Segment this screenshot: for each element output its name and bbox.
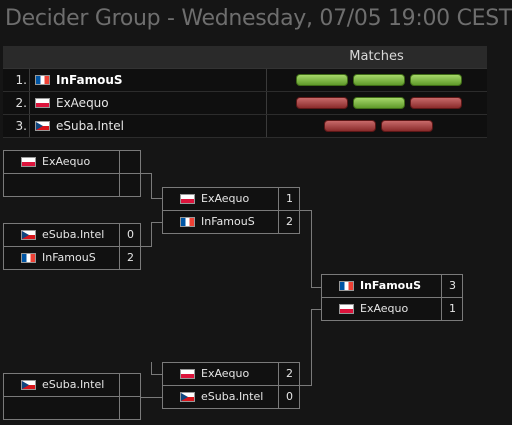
standings-row[interactable]: 3. eSuba.Intel: [3, 115, 487, 138]
score: 2: [278, 363, 300, 385]
bracket-connector: [141, 246, 152, 247]
score: [119, 374, 141, 396]
team-name: ExAequo: [56, 96, 109, 110]
match-result-win[interactable]: [410, 74, 462, 86]
score: 2: [278, 211, 300, 233]
bracket-match-r1-2[interactable]: eSuba.Intel 0 InFamouS 2: [3, 223, 141, 270]
divider: [266, 69, 267, 91]
bracket-connector: [311, 210, 312, 287]
bracket-slot[interactable]: eSuba.Intel: [4, 374, 140, 397]
bracket-slot-empty: [4, 174, 140, 197]
czech-flag-icon: [21, 230, 36, 240]
poland-flag-icon: [180, 194, 195, 204]
score: 0: [119, 224, 141, 246]
standings-row[interactable]: 2. ExAequo: [3, 92, 487, 115]
france-flag-icon: [35, 75, 50, 85]
score: 1: [278, 188, 300, 210]
poland-flag-icon: [339, 304, 354, 314]
bracket-slot[interactable]: eSuba.Intel 0: [163, 386, 299, 409]
rank: 1.: [3, 69, 30, 91]
team-name: eSuba.Intel: [56, 119, 124, 133]
standings-table: Matches 1. InFamouS 2. ExAequo 3. eSuba.…: [3, 46, 487, 138]
bracket-connector: [151, 198, 162, 199]
bracket-connector: [141, 173, 152, 174]
bracket-connector: [151, 362, 152, 374]
team-name: ExAequo: [201, 192, 250, 205]
score: 2: [119, 247, 141, 269]
bracket-connector: [141, 397, 162, 398]
team-name: InFamouS: [201, 215, 255, 228]
bracket-connector: [311, 309, 312, 386]
bracket-connector: [151, 173, 152, 199]
standings-header: Matches: [3, 46, 487, 69]
bracket-slot[interactable]: ExAequo 1: [322, 298, 462, 321]
matches-header: Matches: [349, 49, 404, 64]
rank: 3.: [3, 115, 30, 137]
bracket-connector: [151, 222, 152, 247]
match-result-win[interactable]: [353, 74, 405, 86]
czech-flag-icon: [35, 121, 50, 131]
team-name: ExAequo: [360, 302, 409, 315]
team-name: ExAequo: [201, 367, 250, 380]
match-result-loss[interactable]: [296, 97, 348, 109]
bracket-slot[interactable]: ExAequo: [4, 151, 140, 174]
bracket-connector: [311, 287, 321, 288]
score: [119, 174, 141, 196]
bracket-slot[interactable]: InFamouS 3: [322, 275, 462, 298]
czech-flag-icon: [180, 392, 195, 402]
team-name: InFamouS: [56, 73, 123, 87]
standings-row[interactable]: 1. InFamouS: [3, 69, 487, 92]
bracket-match-r1-3[interactable]: eSuba.Intel: [3, 373, 141, 420]
poland-flag-icon: [21, 157, 36, 167]
page-title: Decider Group - Wednesday, 07/05 19:00 C…: [5, 6, 512, 31]
bracket-slot[interactable]: ExAequo 2: [163, 363, 299, 386]
match-result-win[interactable]: [296, 74, 348, 86]
bracket-slot[interactable]: InFamouS 2: [163, 211, 299, 234]
bracket-slot[interactable]: ExAequo 1: [163, 188, 299, 211]
team-name: InFamouS: [360, 279, 421, 292]
rank: 2.: [3, 92, 30, 114]
czech-flag-icon: [21, 380, 36, 390]
poland-flag-icon: [35, 98, 50, 108]
team-name: eSuba.Intel: [201, 390, 264, 403]
match-result-loss[interactable]: [324, 120, 376, 132]
team-name: ExAequo: [42, 155, 91, 168]
match-result-loss[interactable]: [381, 120, 433, 132]
bracket-slot-empty: [4, 397, 140, 420]
bracket-slot[interactable]: InFamouS 2: [4, 247, 140, 270]
score: 1: [441, 298, 463, 320]
bracket-match-r1-1[interactable]: ExAequo: [3, 150, 141, 197]
bracket-connector: [151, 222, 162, 223]
score: [119, 397, 141, 419]
team-name: eSuba.Intel: [42, 378, 105, 391]
match-result-win[interactable]: [353, 97, 405, 109]
divider: [266, 115, 267, 137]
france-flag-icon: [180, 217, 195, 227]
divider: [266, 92, 267, 114]
bracket-match-r2-2[interactable]: ExAequo 2 eSuba.Intel 0: [162, 362, 300, 409]
score: [119, 151, 141, 173]
bracket-match-final[interactable]: InFamouS 3 ExAequo 1: [321, 274, 463, 321]
bracket-connector: [311, 309, 321, 310]
bracket-slot[interactable]: eSuba.Intel 0: [4, 224, 140, 247]
bracket-connector: [300, 210, 311, 211]
match-result-loss[interactable]: [410, 97, 462, 109]
score: 3: [441, 275, 463, 297]
bracket-match-r2-1[interactable]: ExAequo 1 InFamouS 2: [162, 187, 300, 234]
team-name: InFamouS: [42, 251, 96, 264]
score: 0: [278, 386, 300, 408]
team-name: eSuba.Intel: [42, 228, 105, 241]
bracket-connector: [300, 385, 311, 386]
france-flag-icon: [339, 281, 354, 291]
france-flag-icon: [21, 253, 36, 263]
bracket-connector: [151, 374, 162, 375]
poland-flag-icon: [180, 369, 195, 379]
